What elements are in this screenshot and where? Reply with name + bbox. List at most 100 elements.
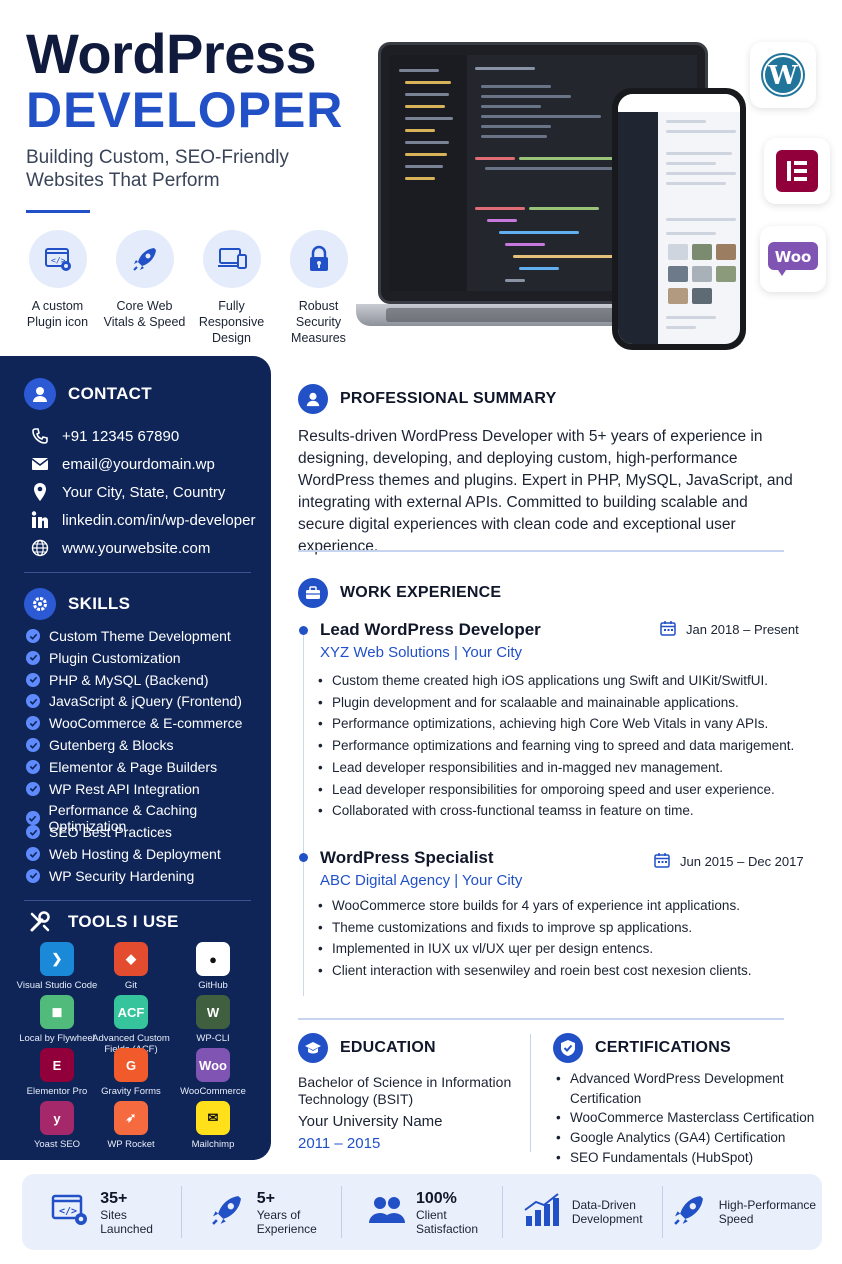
bullet-item: SEO Fundamentals (HubSpot) xyxy=(556,1148,842,1168)
git-icon: ◆ xyxy=(114,942,148,976)
feature-custom-plugin: </> A custom Plugin icon xyxy=(14,230,101,346)
contact-heading: CONTACT xyxy=(24,378,152,410)
job-bullets: WooCommerce store builds for 4 yars of e… xyxy=(318,895,751,982)
skill-item: Gutenberg & Blocks xyxy=(26,737,174,753)
feature-core-web-vitals: Core Web Vitals & Speed xyxy=(101,230,188,346)
contact-website[interactable]: www.yourwebsite.com xyxy=(30,538,210,558)
skill-item: Performance & Caching Optimization xyxy=(26,802,271,834)
timeline-dot xyxy=(299,626,308,635)
title-line2: DEVELOPER xyxy=(26,82,344,138)
contact-title: CONTACT xyxy=(68,384,152,403)
education-title: EDUCATION xyxy=(340,1039,436,1056)
stat-label: High-Performance xyxy=(718,1198,817,1212)
skill-label: JavaScript & jQuery (Frontend) xyxy=(49,693,242,710)
contact-location-text: Your City, State, Country xyxy=(62,483,226,501)
wp-cli-icon: W xyxy=(196,995,230,1029)
user-icon xyxy=(298,384,328,414)
sidebar: CONTACT +91 12345 67890 email@yourdomain… xyxy=(0,356,271,1160)
linkedin-icon xyxy=(30,510,50,530)
phone-mockup xyxy=(612,88,746,350)
bullet-item: Plugin development and for scalaable and… xyxy=(318,692,794,714)
wordpress-logo-tile: W xyxy=(750,42,816,108)
bar-chart-icon xyxy=(522,1192,562,1233)
tool-label: Visual Studio Code xyxy=(16,980,98,991)
timeline-dot xyxy=(299,853,308,862)
job-company: XYZ Web Solutions | Your City xyxy=(320,644,523,661)
lock-icon xyxy=(289,230,348,288)
stat-label: Development xyxy=(571,1212,643,1226)
education-heading: EDUCATION xyxy=(298,1033,436,1063)
contact-phone[interactable]: +91 12345 67890 xyxy=(30,426,179,446)
bullet-item: Performance optimizations and fearning v… xyxy=(318,735,794,757)
summary-heading: PROFESSIONAL SUMMARY xyxy=(298,384,556,414)
acf-icon: ACF xyxy=(114,995,148,1029)
feature-label: Fully Responsive Design xyxy=(198,299,265,345)
file-tree xyxy=(389,55,467,291)
contact-website-text: www.yourwebsite.com xyxy=(62,539,211,557)
tool-label: Yoast SEO xyxy=(33,1139,81,1150)
stat-label: Data-Driven xyxy=(571,1198,636,1212)
tool-label: Mailchimp xyxy=(191,1139,235,1150)
job-title: Lead WordPress Developer xyxy=(320,620,541,639)
skill-label: SEO Best Practices xyxy=(49,824,172,841)
skill-item: WP Security Hardening xyxy=(26,868,194,884)
column-divider xyxy=(530,1034,531,1152)
tool-label: Elementor Pro xyxy=(26,1086,88,1097)
contact-email[interactable]: email@yourdomain.wp xyxy=(30,454,215,474)
check-icon xyxy=(26,868,40,883)
summary-title: PROFESSIONAL SUMMARY xyxy=(340,390,557,407)
wp-rocket-icon: ➶ xyxy=(114,1101,148,1135)
education-years: 2011 – 2015 xyxy=(298,1135,381,1152)
experience-title: WORK EXPERIENCE xyxy=(340,584,502,601)
bullet-item: Collaborated with cross-functional teams… xyxy=(318,800,794,822)
contact-linkedin[interactable]: linkedin.com/in/wp-developer xyxy=(30,510,255,530)
rocket-icon xyxy=(669,1191,709,1234)
stat-label: Launched xyxy=(100,1221,153,1236)
certifications-list: Advanced WordPress Development Certifica… xyxy=(556,1069,842,1168)
job-dates: Jan 2018 – Present xyxy=(660,620,799,639)
skill-label: WooCommerce & E-commerce xyxy=(49,715,243,732)
education-school: Your University Name xyxy=(298,1113,443,1130)
job-title: WordPress Specialist xyxy=(320,848,494,867)
tools-heading: TOOLS I USE xyxy=(24,906,179,938)
skill-label: Web Hosting & Deployment xyxy=(49,846,221,862)
svg-text:Woo: Woo xyxy=(775,248,812,266)
bullet-item: Lead developer responsibilities and in-m… xyxy=(318,757,794,779)
tool-label: WP Rocket xyxy=(107,1139,155,1150)
feature-security: Robust Security Measures xyxy=(275,230,362,346)
tool-label: Local by Flywheel xyxy=(19,1033,95,1044)
stat-number: 35+ xyxy=(100,1189,128,1207)
wp-admin-menu xyxy=(618,112,658,344)
skill-item: Elementor & Page Builders xyxy=(26,759,217,775)
location-pin-icon xyxy=(30,482,50,502)
education-degree: Bachelor of Science in Information Techn… xyxy=(298,1074,512,1107)
elementor-logo-icon xyxy=(776,150,818,192)
title-line1: WordPress xyxy=(26,22,317,85)
skill-label: Performance & Caching Optimization xyxy=(48,802,198,835)
check-icon xyxy=(26,759,40,774)
stat-number: 5+ xyxy=(256,1189,276,1207)
check-icon xyxy=(26,781,40,796)
tools-icon xyxy=(24,906,56,938)
mailchimp-icon: ✉ xyxy=(196,1101,230,1135)
user-icon xyxy=(24,378,56,410)
tool-local-flywheel: ◼Local by Flywheel xyxy=(12,995,102,1044)
feature-label: Core Web Vitals & Speed xyxy=(103,299,186,329)
timeline-line xyxy=(303,632,304,996)
gear-icon xyxy=(24,588,56,620)
tool-label: Gravity Forms xyxy=(101,1086,161,1097)
job-bullets: Custom theme created high iOS applicatio… xyxy=(318,670,794,822)
globe-icon xyxy=(30,538,50,558)
check-icon xyxy=(26,825,40,840)
skill-label: Elementor & Page Builders xyxy=(49,758,218,775)
certifications-heading: CERTIFICATIONS xyxy=(553,1033,731,1063)
bullet-item: Performance optimizations, achieving hig… xyxy=(318,713,794,735)
briefcase-icon xyxy=(298,578,328,608)
section-divider xyxy=(298,1018,784,1020)
experience-heading: WORK EXPERIENCE xyxy=(298,578,501,608)
check-icon xyxy=(26,694,40,709)
bullet-item: Theme customizations and fixıds to impro… xyxy=(318,917,751,939)
